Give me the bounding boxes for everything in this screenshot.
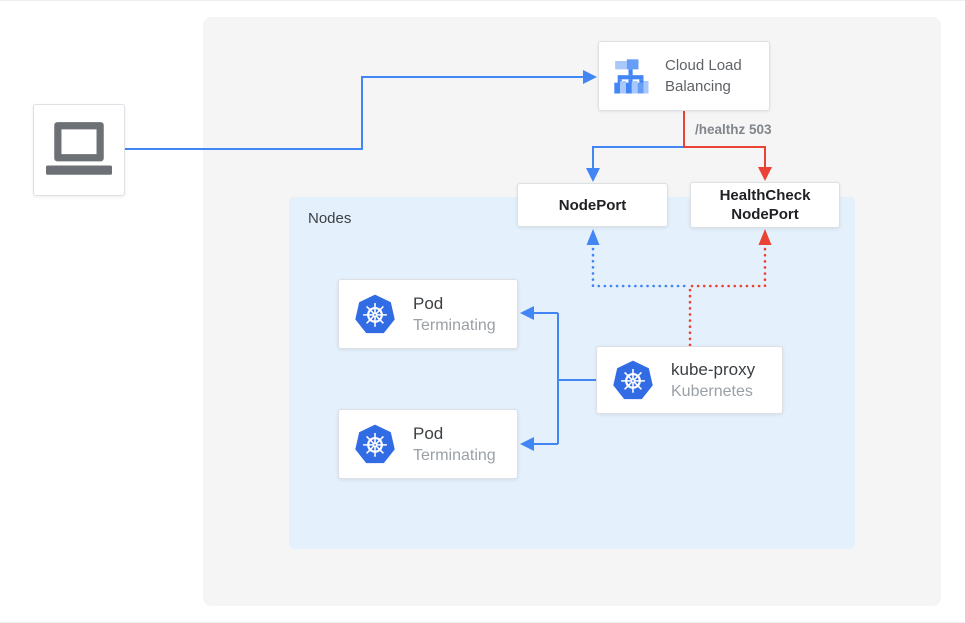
- client-node: [33, 104, 125, 196]
- kubernetes-icon: [613, 360, 653, 400]
- pod-1-node: Pod Terminating: [338, 279, 518, 349]
- laptop-icon: [46, 122, 112, 175]
- pod-2-status: Terminating: [413, 447, 496, 464]
- pod-2-title: Pod: [413, 424, 444, 443]
- kubernetes-icon: [355, 294, 395, 334]
- cloud-load-balancing-node: Cloud Load Balancing: [598, 41, 770, 111]
- healthcheck-nodeport-label: HealthCheck NodePort: [719, 187, 811, 223]
- pod-1-title: Pod: [413, 294, 444, 313]
- load-balancer-icon: [614, 59, 649, 94]
- pod-2-node: Pod Terminating: [338, 409, 518, 479]
- kube-proxy-subtitle: Kubernetes: [671, 383, 753, 400]
- healthcheck-nodeport-node: HealthCheck NodePort: [690, 182, 840, 228]
- healthz-edge-label: /healthz 503: [695, 122, 772, 137]
- nodeport-label: NodePort: [558, 196, 627, 214]
- nodeport-node: NodePort: [517, 183, 668, 227]
- pod-1-status: Terminating: [413, 317, 496, 334]
- kube-proxy-title: kube-proxy: [671, 360, 756, 379]
- cloud-load-balancing-label: Cloud Load Balancing: [665, 57, 742, 95]
- kubernetes-icon: [355, 424, 395, 464]
- kube-proxy-node: kube-proxy Kubernetes: [596, 346, 783, 414]
- nodes-panel-label: Nodes: [308, 210, 352, 227]
